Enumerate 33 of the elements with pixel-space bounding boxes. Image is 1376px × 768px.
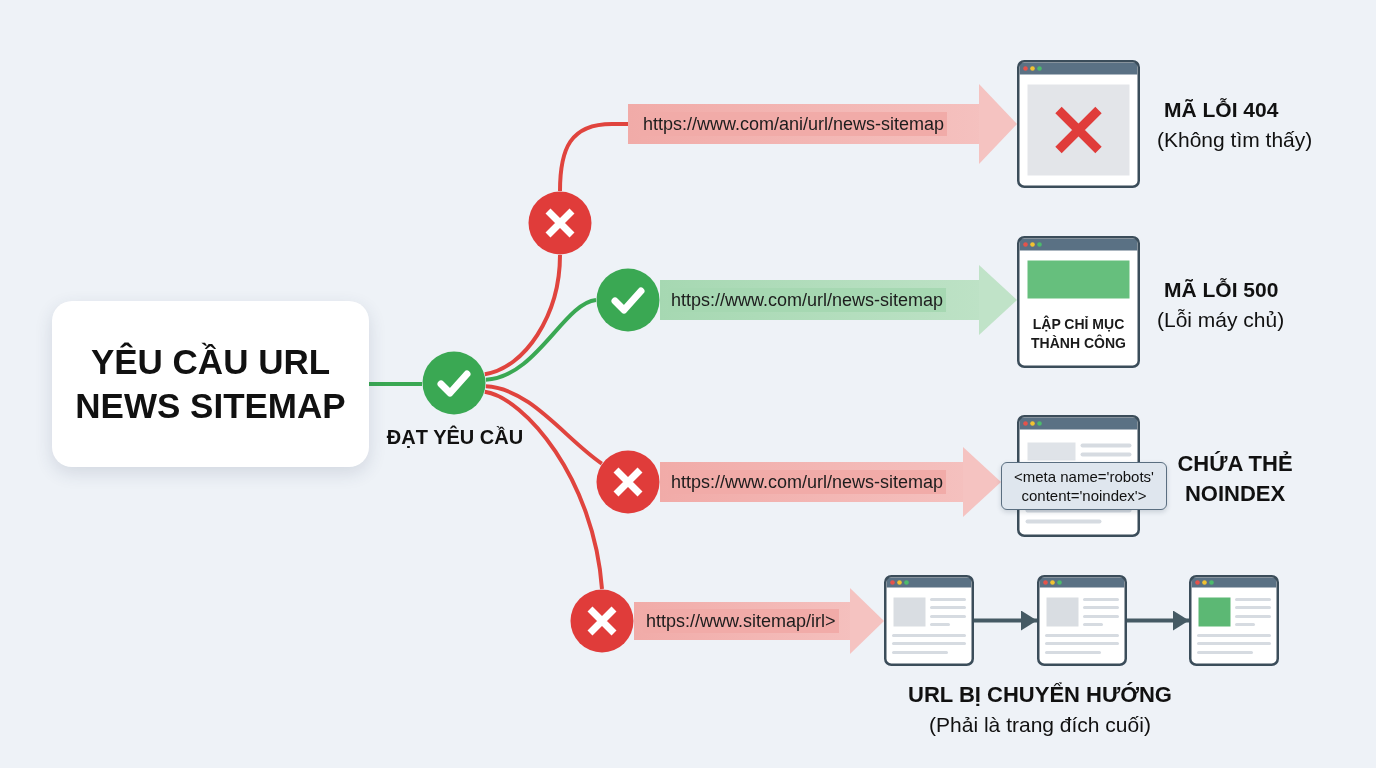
block-arrow xyxy=(660,447,1001,517)
caption-note: (Phải là trang đích cuối) xyxy=(928,712,1152,738)
block-arrow xyxy=(634,588,884,654)
browser-window xyxy=(884,575,974,666)
connector-line xyxy=(369,382,422,386)
error-description: (Lỗi máy chủ) xyxy=(1157,307,1285,333)
tag-caption: CHỨA THẺ NOINDEX xyxy=(1176,450,1294,508)
cross-icon xyxy=(596,450,660,514)
request-title: YÊU CẦU URL NEWS SITEMAP xyxy=(74,341,347,427)
arrow xyxy=(974,610,1037,631)
cross-icon xyxy=(528,191,592,255)
status-caption: ĐẠT YÊU CẦU xyxy=(385,425,525,449)
status-text: LẬP CHỈ MỤC THÀNH CÔNG xyxy=(1030,315,1127,353)
code-text: <meta name='robots' content='noindex'> xyxy=(1013,467,1155,505)
check-icon xyxy=(596,268,660,332)
error-description: (Không tìm thấy) xyxy=(1157,127,1313,153)
arrow xyxy=(1127,610,1189,631)
request-box xyxy=(52,301,369,467)
connector-line xyxy=(485,384,603,466)
block-arrow xyxy=(558,84,1017,192)
browser-window xyxy=(1037,575,1127,666)
connector-line xyxy=(484,389,604,590)
code-tag-box xyxy=(1001,462,1167,510)
block-arrow xyxy=(660,265,1017,335)
cross-icon xyxy=(570,589,634,653)
error-code-heading: MÃ LỖI 404 xyxy=(1164,97,1279,123)
browser-window xyxy=(1189,575,1279,666)
error-code-heading: MÃ LỖI 500 xyxy=(1164,277,1279,303)
connector-line xyxy=(484,254,562,377)
error-page-window xyxy=(1017,60,1140,188)
connector-line xyxy=(485,298,597,382)
check-icon xyxy=(422,351,486,415)
caption-heading: URL BỊ CHUYỂN HƯỚNG xyxy=(907,681,1173,709)
